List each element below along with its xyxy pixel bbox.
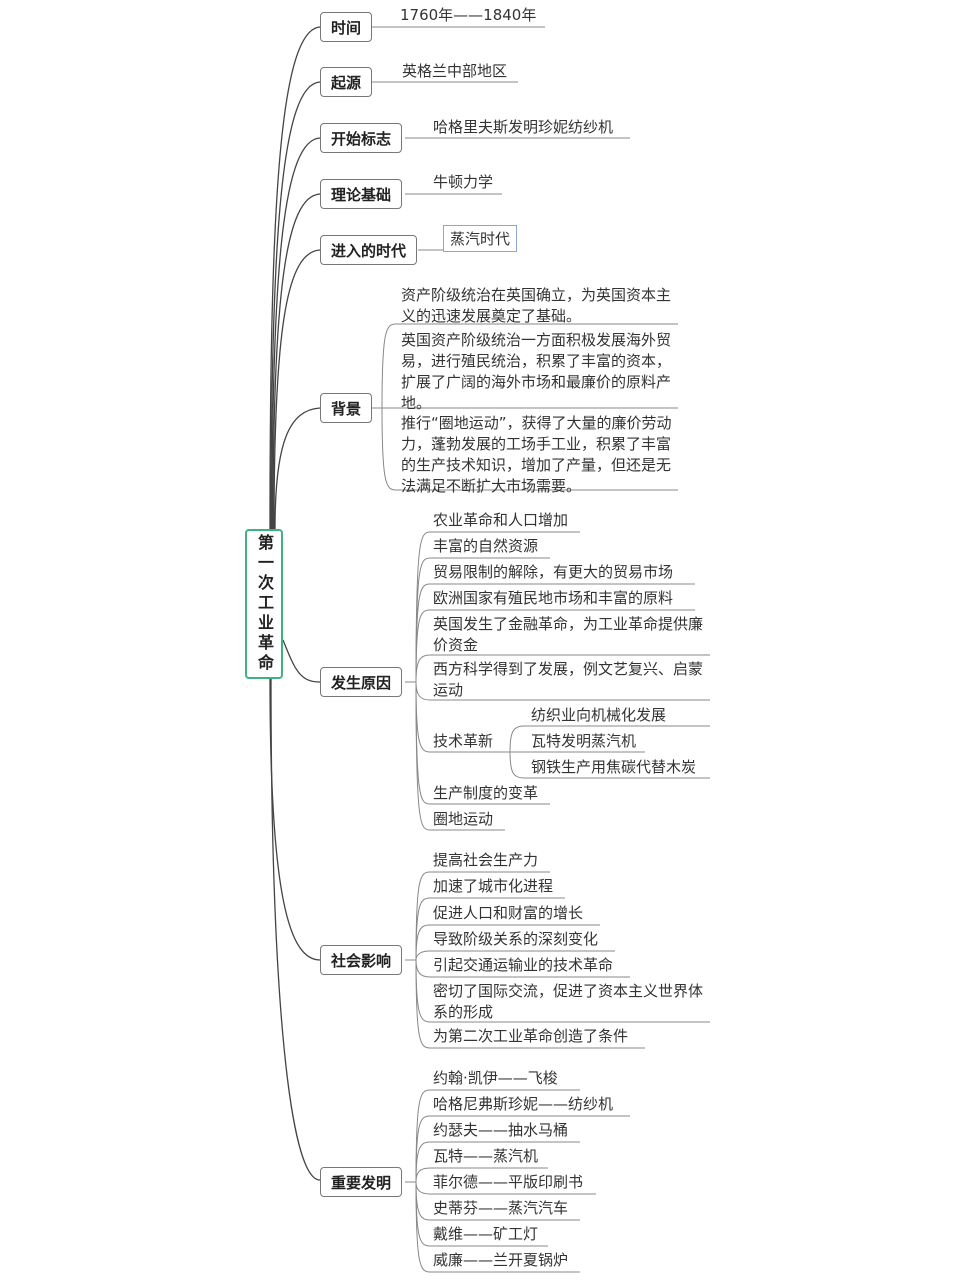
leaf-time[interactable]: 1760年——1840年 xyxy=(400,6,537,24)
topic-label: 时间 xyxy=(331,18,362,37)
leaf-invention[interactable]: 史蒂芬——蒸汽汽车 xyxy=(433,1199,569,1217)
leaf-invention[interactable]: 约瑟夫——抽水马桶 xyxy=(433,1121,569,1139)
topic-origin[interactable]: 起源 xyxy=(320,67,373,97)
topic-label: 开始标志 xyxy=(331,129,392,148)
topic-theory[interactable]: 理论基础 xyxy=(320,179,403,209)
leaf-invention[interactable]: 约翰·凯伊——飞梭 xyxy=(433,1069,558,1087)
leaf-invention[interactable]: 瓦特——蒸汽机 xyxy=(433,1147,539,1165)
leaf-invention[interactable]: 哈格尼弗斯珍妮——纺纱机 xyxy=(433,1095,614,1113)
topic-label: 背景 xyxy=(331,399,362,418)
leaf-impact[interactable]: 提高社会生产力 xyxy=(433,851,539,869)
leaf-invention[interactable]: 菲尔德——平版印刷书 xyxy=(433,1173,584,1191)
topic-label: 社会影响 xyxy=(331,951,392,970)
leaf-impact[interactable]: 引起交通运输业的技术革命 xyxy=(433,956,614,974)
leaf-tech[interactable]: 瓦特发明蒸汽机 xyxy=(531,732,637,750)
leaf-origin[interactable]: 英格兰中部地区 xyxy=(402,62,508,80)
topic-label: 进入的时代 xyxy=(331,241,407,260)
topic-time[interactable]: 时间 xyxy=(320,12,373,42)
topic-start[interactable]: 开始标志 xyxy=(320,123,403,153)
topic-impact[interactable]: 社会影响 xyxy=(320,945,403,975)
leaf-invention[interactable]: 戴维——矿工灯 xyxy=(433,1225,539,1243)
leaf-theory[interactable]: 牛顿力学 xyxy=(433,173,494,191)
leaf-impact[interactable]: 密切了国际交流，促进了资本主义世界体系的形成 xyxy=(433,982,704,1021)
leaf-start[interactable]: 哈格里夫斯发明珍妮纺纱机 xyxy=(433,118,614,136)
topic-inventions[interactable]: 重要发明 xyxy=(320,1167,403,1197)
leaf-cause[interactable]: 农业革命和人口增加 xyxy=(433,511,569,529)
leaf-invention[interactable]: 威廉——兰开夏锅炉 xyxy=(433,1251,569,1269)
leaf-background-2[interactable]: 英国资产阶级统治一方面积极发展海外贸易，进行殖民统治，积累了丰富的资本，扩展了广… xyxy=(401,331,672,412)
leaf-cause[interactable]: 贸易限制的解除，有更大的贸易市场 xyxy=(433,563,674,581)
leaf-impact[interactable]: 加速了城市化进程 xyxy=(433,877,554,895)
topic-label: 发生原因 xyxy=(331,673,392,692)
leaf-cause[interactable]: 生产制度的变革 xyxy=(433,784,539,802)
leaf-tech[interactable]: 钢铁生产用焦碳代替木炭 xyxy=(531,758,697,776)
leaf-cause[interactable]: 西方科学得到了发展，例文艺复兴、启蒙运动 xyxy=(433,660,704,699)
topic-causes[interactable]: 发生原因 xyxy=(320,667,403,697)
leaf-impact[interactable]: 促进人口和财富的增长 xyxy=(433,904,584,922)
leaf-cause-tech[interactable]: 技术革新 xyxy=(433,732,494,750)
topic-label: 理论基础 xyxy=(331,185,392,204)
leaf-background-1[interactable]: 资产阶级统治在英国确立，为英国资本主义的迅速发展奠定了基础。 xyxy=(401,286,672,325)
leaf-cause[interactable]: 英国发生了金融革命，为工业革命提供廉价资金 xyxy=(433,615,704,654)
leaf-cause[interactable]: 欧洲国家有殖民地市场和丰富的原料 xyxy=(433,589,674,607)
leaf-impact[interactable]: 为第二次工业革命创造了条件 xyxy=(433,1027,629,1045)
leaf-tech[interactable]: 纺织业向机械化发展 xyxy=(531,706,667,724)
topic-background[interactable]: 背景 xyxy=(320,393,373,423)
leaf-era[interactable]: 蒸汽时代 xyxy=(443,225,518,252)
leaf-background-3[interactable]: 推行“圈地运动”，获得了大量的廉价劳动力，蓬勃发展的工场手工业，积累了丰富的生产… xyxy=(401,414,672,495)
root-node[interactable]: 第一次工业革命 xyxy=(245,529,283,679)
topic-era[interactable]: 进入的时代 xyxy=(320,235,418,265)
leaf-impact[interactable]: 导致阶级关系的深刻变化 xyxy=(433,930,599,948)
root-label: 第一次工业革命 xyxy=(255,534,274,674)
leaf-cause[interactable]: 丰富的自然资源 xyxy=(433,537,539,555)
topic-label: 起源 xyxy=(331,73,362,92)
leaf-cause[interactable]: 圈地运动 xyxy=(433,810,494,828)
topic-label: 重要发明 xyxy=(331,1173,392,1192)
